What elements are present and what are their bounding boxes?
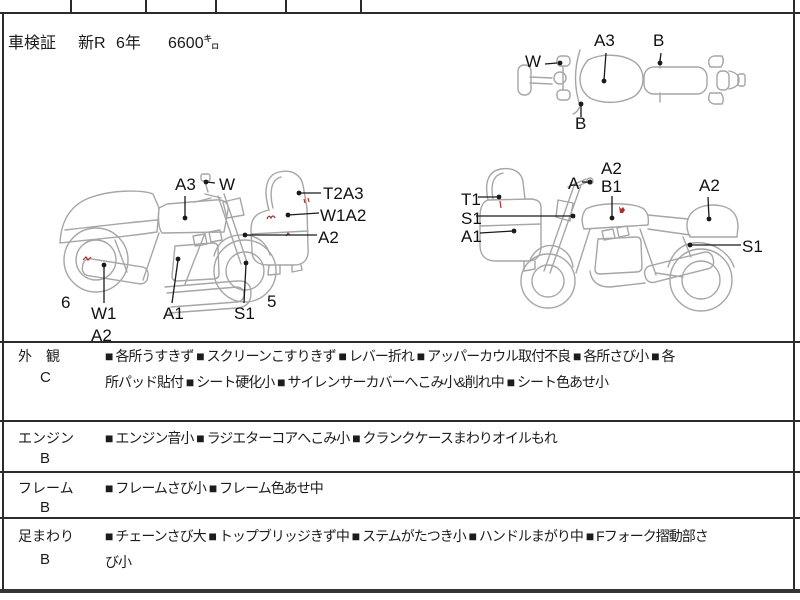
motorcycle-right-side-diagram bbox=[476, 167, 741, 312]
registration-value: 新R bbox=[78, 35, 106, 52]
right-side-damage-marks bbox=[499, 200, 625, 213]
right-view-label-a1: A1 bbox=[461, 227, 482, 246]
sheet-right-border bbox=[793, 0, 795, 590]
left-view-number-6: 6 bbox=[61, 293, 71, 312]
section-undercarriage-line2: び小 bbox=[105, 554, 132, 570]
section-engine-grade: B bbox=[40, 450, 51, 467]
table-divider bbox=[360, 0, 362, 12]
right-view-label-a: A bbox=[568, 174, 580, 193]
section-engine-label: エンジン bbox=[18, 430, 74, 446]
left-side-leaders bbox=[101, 179, 321, 304]
section-rule bbox=[0, 341, 800, 343]
top-view-label-b-top: B bbox=[653, 31, 665, 50]
top-view-leaders bbox=[544, 52, 663, 117]
section-exterior-grade: C bbox=[40, 369, 51, 386]
section-frame-grade: B bbox=[40, 499, 51, 516]
sheet-left-border bbox=[2, 12, 4, 590]
top-view-art bbox=[517, 49, 746, 115]
table-divider bbox=[215, 0, 217, 12]
section-rule bbox=[0, 517, 800, 519]
top-view-label-w: W bbox=[525, 52, 542, 71]
table-divider bbox=[285, 0, 287, 12]
table-divider bbox=[70, 0, 72, 12]
top-view-label-a3: A3 bbox=[594, 31, 615, 50]
left-view-number-5: 5 bbox=[267, 292, 277, 311]
sheet-bottom-border bbox=[0, 589, 800, 593]
left-view-label-w1a2: W1A2 bbox=[320, 206, 367, 225]
left-view-label-a1: A1 bbox=[163, 304, 184, 323]
header-rule bbox=[0, 12, 800, 14]
right-side-leaders bbox=[476, 179, 741, 248]
section-exterior-label: 外 観 bbox=[18, 348, 60, 364]
left-view-label-a2-bottom: A2 bbox=[91, 326, 112, 345]
motorcycle-left-side-diagram bbox=[59, 170, 321, 314]
section-undercarriage-label: 足まわり bbox=[18, 528, 74, 544]
year-value: 6年 bbox=[116, 35, 141, 52]
left-view-label-t2a3: T2A3 bbox=[323, 184, 364, 203]
right-view-label-a2-top: A2 bbox=[601, 159, 622, 178]
section-engine-line1: ■ エンジン音小 ■ ラジエターコアへこみ小 ■ クランクケースまわりオイルもれ bbox=[105, 430, 558, 446]
left-view-label-w: W bbox=[219, 175, 236, 194]
motorcycle-top-view-diagram bbox=[517, 49, 746, 117]
section-frame-label: フレーム bbox=[18, 480, 74, 496]
left-side-damage-marks bbox=[82, 197, 310, 261]
right-view-label-s1-left: S1 bbox=[461, 209, 482, 228]
left-view-label-w1: W1 bbox=[91, 304, 117, 323]
shaken-label: 車検証 bbox=[8, 35, 57, 52]
left-view-label-a3: A3 bbox=[175, 175, 196, 194]
section-exterior-line1: ■ 各所うすきず ■ スクリーンこすりきず ■ レバー折れ ■ アッパーカウル取… bbox=[105, 348, 676, 364]
section-rule bbox=[0, 420, 800, 422]
section-undercarriage-grade: B bbox=[40, 551, 51, 568]
right-view-label-t1: T1 bbox=[461, 190, 481, 209]
right-view-label-a2-right: A2 bbox=[699, 176, 720, 195]
right-view-label-b1: B1 bbox=[601, 177, 622, 196]
left-view-label-s1: S1 bbox=[234, 304, 255, 323]
right-side-art bbox=[479, 167, 739, 312]
section-frame-line1: ■ フレームさび小 ■ フレーム色あせ中 bbox=[105, 480, 324, 496]
left-view-label-a2: A2 bbox=[318, 228, 339, 247]
section-exterior-line2: 所パッド貼付 ■ シート硬化小 ■ サイレンサーカバーへこみ小&削れ中 ■ シー… bbox=[105, 374, 609, 390]
section-rule bbox=[0, 471, 800, 473]
table-divider bbox=[145, 0, 147, 12]
right-view-label-s1-right: S1 bbox=[742, 237, 763, 256]
mileage-value: 6600㌔ bbox=[168, 35, 220, 52]
section-undercarriage-line1: ■ チェーンさび大 ■ トップブリッジきず中 ■ ステムがたつき小 ■ ハンドル… bbox=[105, 528, 709, 544]
top-view-label-b-bottom: B bbox=[575, 114, 587, 133]
